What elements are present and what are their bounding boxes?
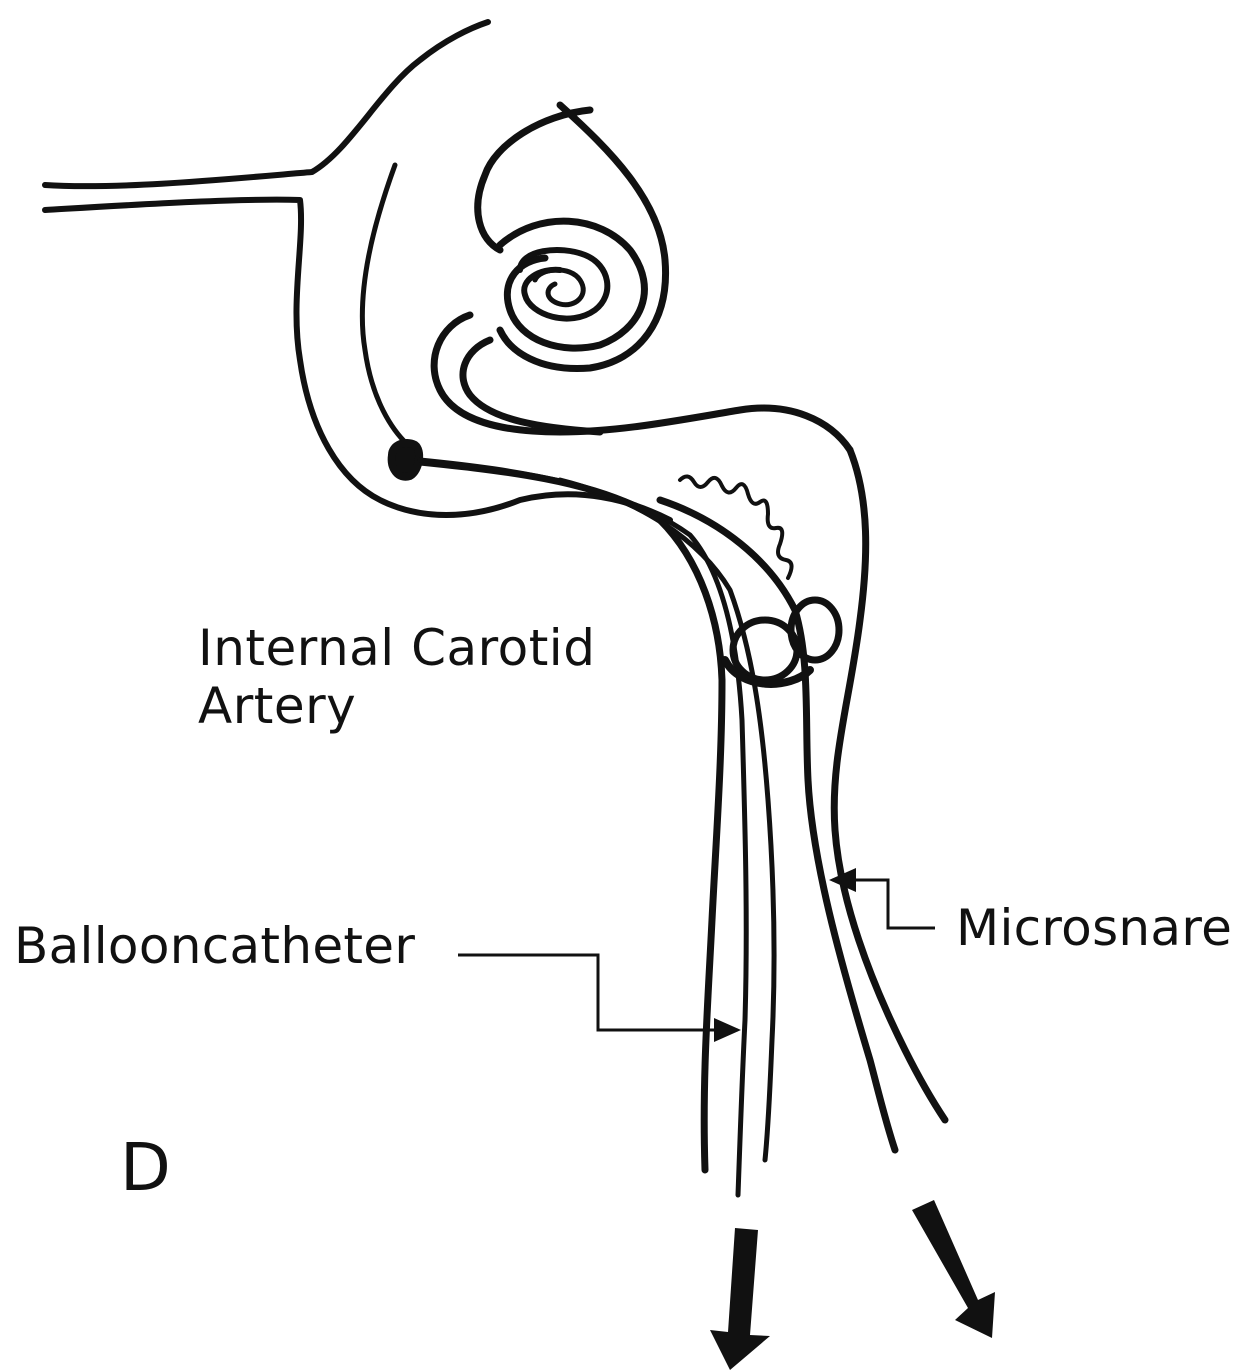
- upper-vessel-lower-wall: [45, 200, 670, 520]
- pull-arrow-right-icon: [912, 1200, 995, 1338]
- internal-carotid-label-line1: Internal Carotid: [198, 620, 595, 678]
- vessel-ostium: [392, 443, 419, 477]
- main-vessel-right-wall: [834, 450, 945, 1120]
- aneurysm-loop-outer: [500, 221, 644, 348]
- vessel-loop-upper: [434, 315, 850, 450]
- main-vessel-left-wall: [400, 460, 722, 1170]
- pull-arrows: [710, 1200, 995, 1370]
- coil-inner: [535, 270, 583, 305]
- pull-arrow-left-icon: [710, 1228, 770, 1370]
- balloon-left: [733, 620, 797, 680]
- ballooncatheter-leader: [458, 955, 738, 1030]
- internal-carotid-label-line2: Artery: [198, 678, 595, 736]
- microsnare-label: Microsnare: [956, 900, 1232, 958]
- panel-letter: D: [120, 1130, 171, 1206]
- ballooncatheter-label: Ballooncatheter: [14, 918, 415, 976]
- upper-vessel-inner-wall: [362, 165, 408, 445]
- internal-carotid-artery-label: Internal Carotid Artery: [198, 620, 595, 735]
- vessel-loop-lower: [463, 340, 600, 432]
- microsnare-wire: [680, 476, 792, 578]
- upper-vessel-outer-wall: [45, 22, 488, 186]
